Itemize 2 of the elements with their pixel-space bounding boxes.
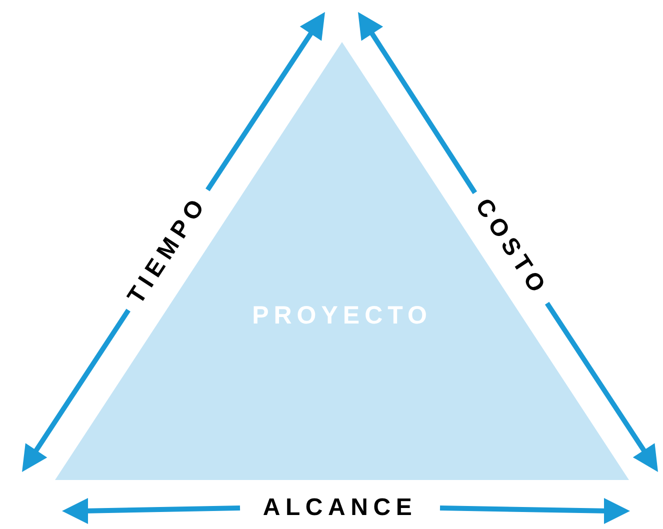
arrow-label: ALCANCE	[262, 496, 418, 520]
node-label: PROYECTO	[252, 300, 432, 332]
